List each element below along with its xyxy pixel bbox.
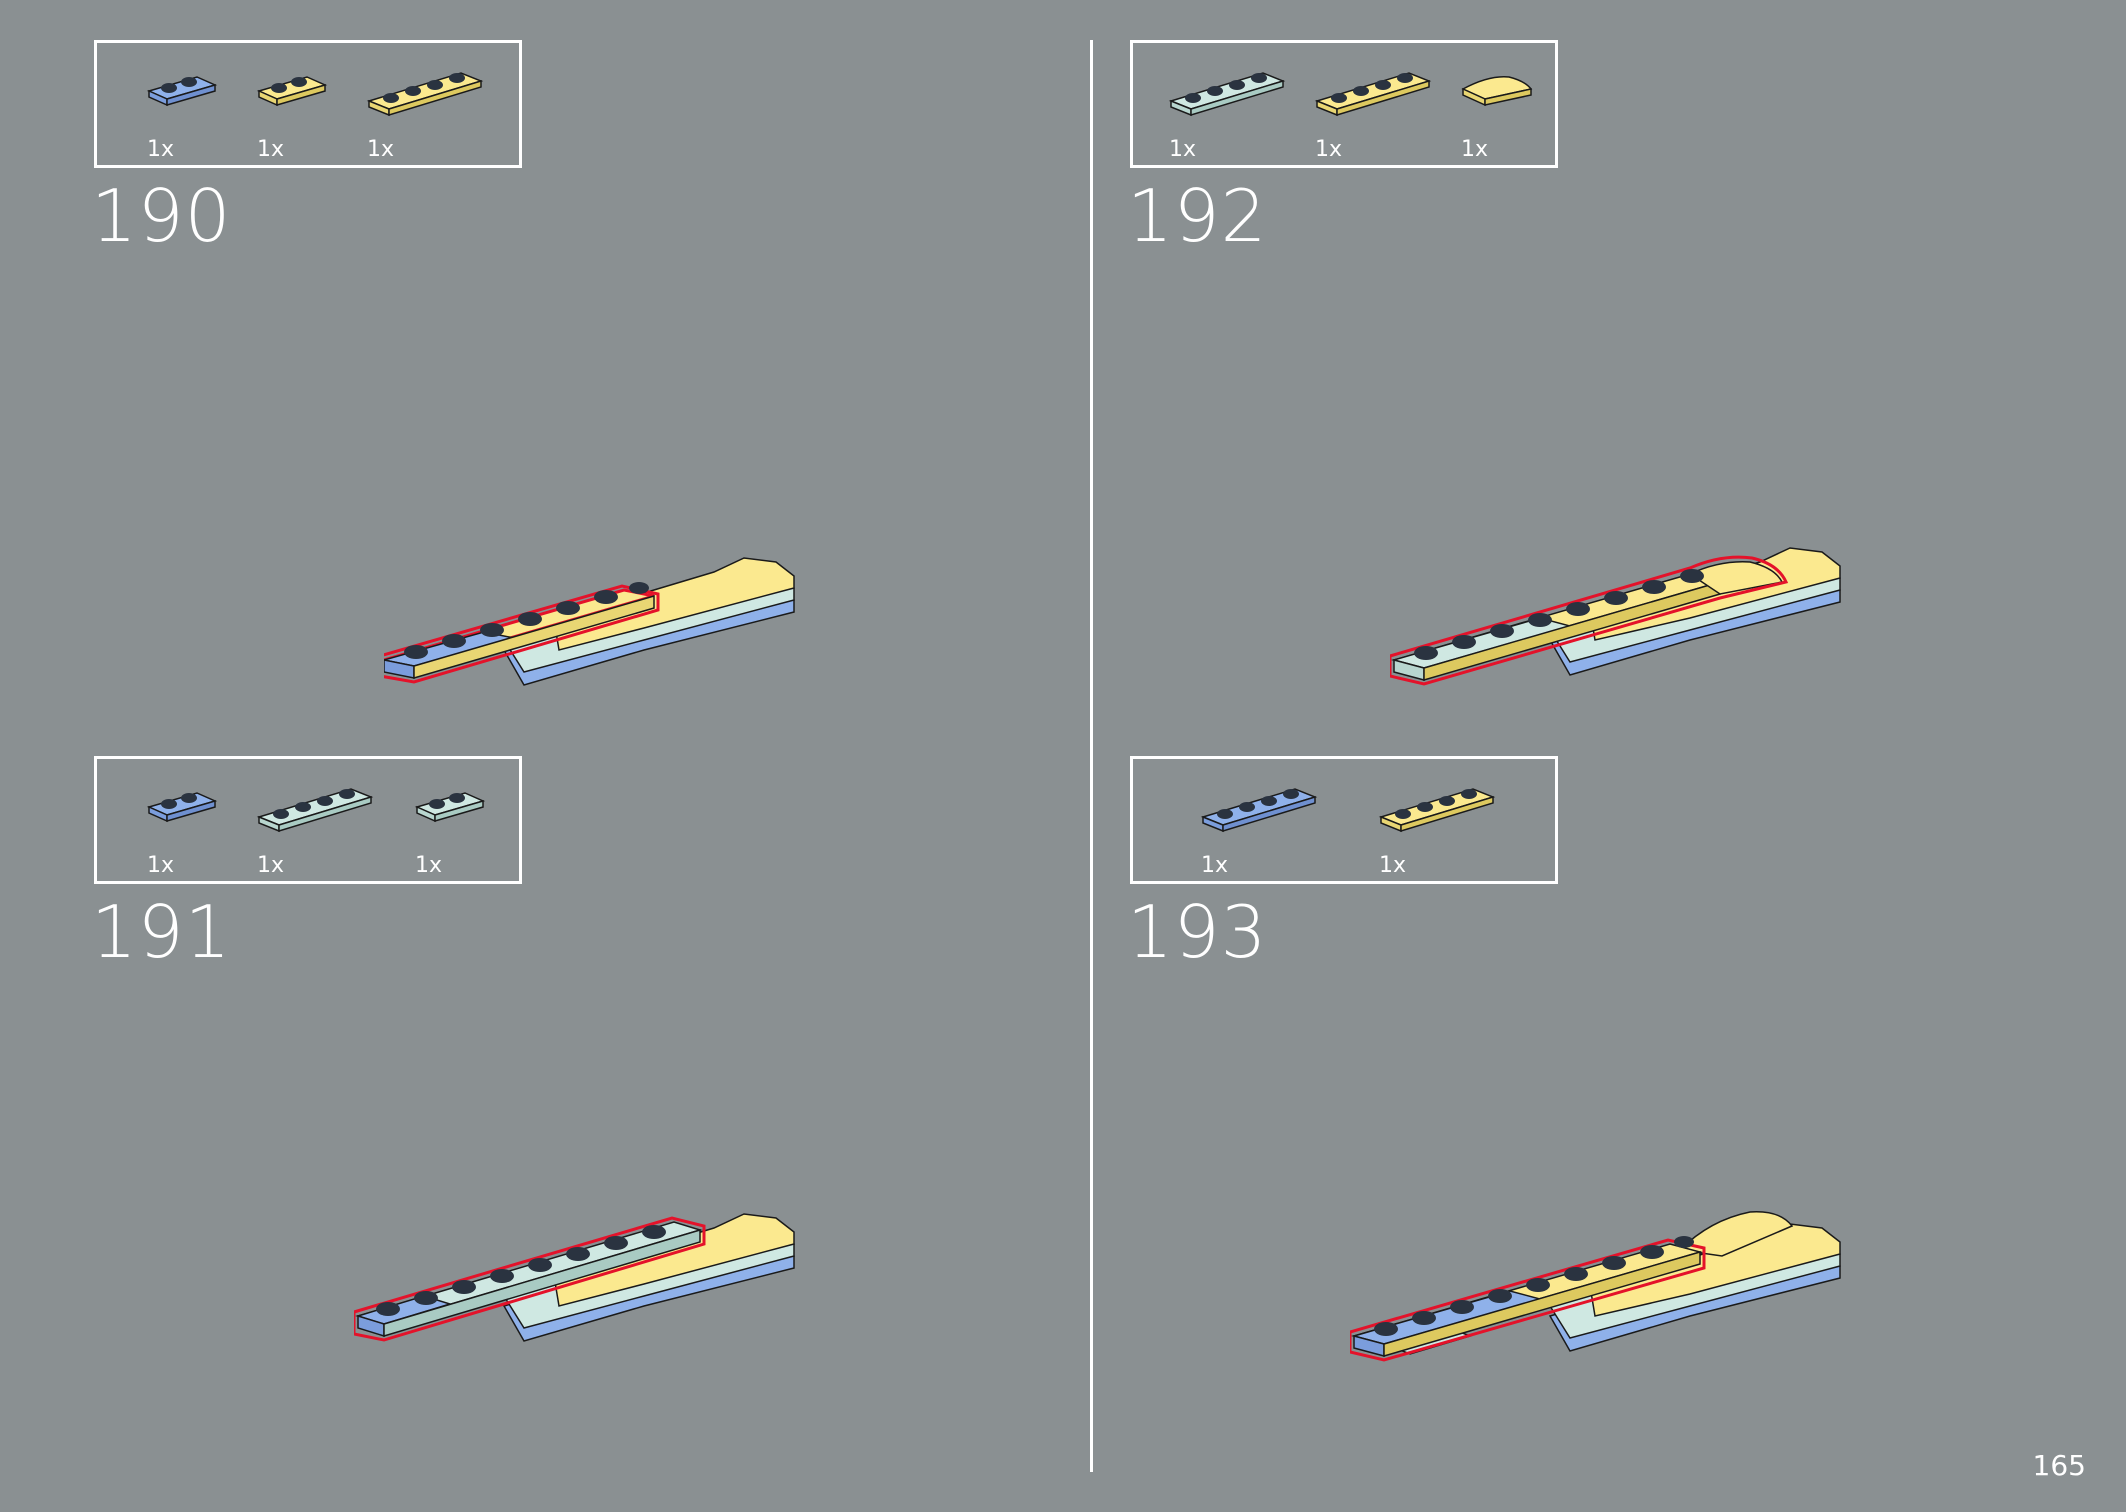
part-qty: 1x xyxy=(1461,137,1489,162)
part-aqua-plate-1x4: 1x xyxy=(1167,57,1297,162)
part-qty: 1x xyxy=(367,137,395,162)
parts-callout: 1x 1x 1x xyxy=(94,40,522,168)
page-divider xyxy=(1090,40,1093,1472)
step-number: 193 xyxy=(1127,890,1268,974)
step-number: 190 xyxy=(91,174,232,258)
part-yellow-plate-1x4: 1x xyxy=(1377,773,1507,878)
part-qty: 1x xyxy=(1315,137,1343,162)
step-191: 1x 1x 1x 191 xyxy=(91,756,1134,1472)
part-aqua-plate-1x4: 1x xyxy=(255,773,385,878)
part-yellow-curved-slope: 1x xyxy=(1459,57,1579,162)
part-qty: 1x xyxy=(257,137,285,162)
part-yellow-plate-1x2: 1x xyxy=(255,57,375,162)
part-qty: 1x xyxy=(147,853,175,878)
part-qty: 1x xyxy=(257,853,285,878)
part-qty: 1x xyxy=(1201,853,1229,878)
part-aqua-plate-1x2: 1x xyxy=(413,773,533,878)
build-model xyxy=(1350,1211,1841,1362)
part-yellow-plate-1x4: 1x xyxy=(365,57,495,162)
parts-callout: 1x 1x 1x xyxy=(94,756,522,884)
parts-callout: 1x 1x 1x xyxy=(1130,40,1558,168)
step-193: 1x 1x 193 xyxy=(1127,756,2126,1472)
step-number: 191 xyxy=(91,890,232,974)
part-blue-plate-1x2: 1x xyxy=(145,57,265,162)
page-number: 165 xyxy=(2032,1449,2086,1482)
part-qty: 1x xyxy=(1379,853,1407,878)
step-number: 192 xyxy=(1127,174,1268,258)
parts-callout: 1x 1x xyxy=(1130,756,1558,884)
step-190: 1x 1x 1x 190 xyxy=(91,40,1134,756)
part-yellow-plate-1x4: 1x xyxy=(1313,57,1443,162)
part-blue-plate-1x4: 1x xyxy=(1199,773,1329,878)
step-192: 1x 1x 1x 192 xyxy=(1127,40,2126,756)
part-qty: 1x xyxy=(147,137,175,162)
part-qty: 1x xyxy=(1169,137,1197,162)
build-model xyxy=(354,1213,795,1342)
build-model xyxy=(1390,547,1841,686)
part-blue-plate-1x2: 1x xyxy=(145,773,265,878)
build-model xyxy=(384,557,795,686)
part-qty: 1x xyxy=(415,853,443,878)
